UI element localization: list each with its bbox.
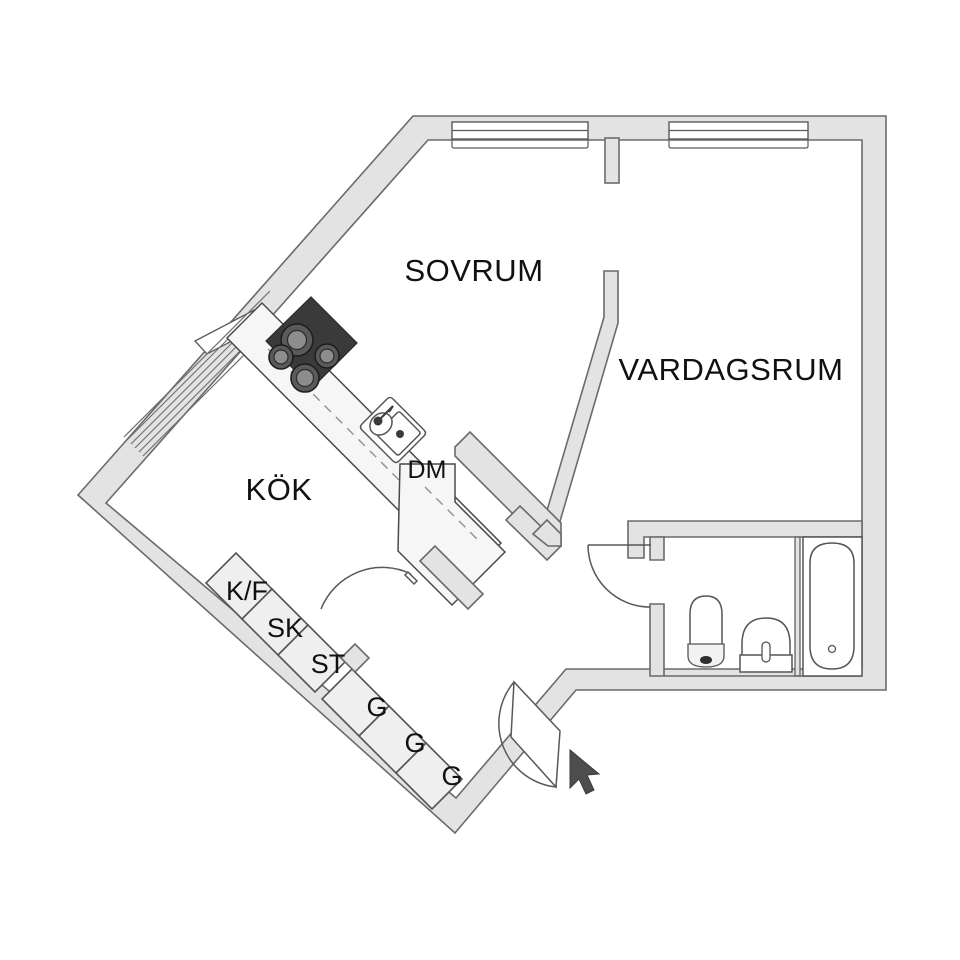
bathroom-door[interactable] bbox=[587, 544, 651, 608]
entrance-door-leaf bbox=[510, 680, 561, 789]
washbasin-bowl bbox=[741, 617, 791, 661]
cabinet-st[interactable] bbox=[276, 623, 347, 694]
washbasin bbox=[739, 617, 793, 673]
bathtub bbox=[802, 536, 863, 677]
wall-hall-foot bbox=[531, 518, 562, 547]
window-kitchen-diagonal bbox=[123, 290, 276, 457]
kitchen-sink bbox=[359, 396, 427, 464]
bathroom-wall-top bbox=[627, 520, 863, 559]
cabinet-label-st: ST bbox=[311, 649, 346, 679]
stove-burners bbox=[268, 323, 340, 393]
peninsula-dashes bbox=[424, 486, 480, 542]
peninsula-block bbox=[397, 463, 507, 607]
bathroom-door-swing bbox=[587, 544, 651, 608]
cabinet-run bbox=[204, 551, 464, 811]
wall-kitchen-jamb bbox=[418, 544, 485, 611]
interior-walls-hall bbox=[418, 430, 563, 611]
entrance-door[interactable] bbox=[498, 680, 561, 789]
room-label-kok: KÖK bbox=[246, 472, 313, 507]
appliance-label-dm: DM bbox=[408, 456, 447, 484]
stove-hob bbox=[265, 296, 358, 393]
mouse-pointer-icon bbox=[569, 748, 601, 795]
kitchen-door[interactable] bbox=[320, 566, 419, 610]
bathroom-wall-stub bbox=[649, 536, 665, 561]
entrance-door-swing bbox=[498, 681, 557, 788]
cabinet-label-g-2: G bbox=[404, 728, 425, 758]
bathroom-wall-left bbox=[649, 603, 665, 677]
cabinet-label-g-3: G bbox=[441, 761, 462, 791]
window-bedroom-left bbox=[451, 121, 589, 149]
bathroom bbox=[587, 520, 863, 677]
cabinet-label-g-1: G bbox=[366, 692, 387, 722]
cabinet-label-kf: K/F bbox=[226, 576, 268, 606]
cabinet-label-sk: SK bbox=[267, 613, 303, 643]
toilet bbox=[687, 595, 725, 668]
interior-wall-bedroom-living bbox=[540, 270, 619, 536]
kitchen-door-leaf bbox=[403, 570, 419, 586]
wall-diagonal-divider bbox=[540, 270, 619, 536]
cabinet-g-3[interactable] bbox=[394, 741, 464, 811]
kitchen-peninsula bbox=[397, 463, 507, 607]
bathroom-divider-wall bbox=[794, 536, 801, 677]
toilet-seat bbox=[687, 643, 725, 668]
room-label-vardagsrum: VARDAGSRUM bbox=[619, 352, 844, 387]
bathtub-basin bbox=[809, 542, 855, 670]
cabinet-divider-wall bbox=[339, 642, 371, 674]
kitchen-door-swing bbox=[320, 566, 412, 610]
room-label-sovrum: SOVRUM bbox=[404, 253, 543, 288]
washbasin-counter bbox=[739, 654, 793, 673]
wall-stub-top bbox=[604, 137, 620, 184]
window-livingroom bbox=[668, 121, 809, 149]
